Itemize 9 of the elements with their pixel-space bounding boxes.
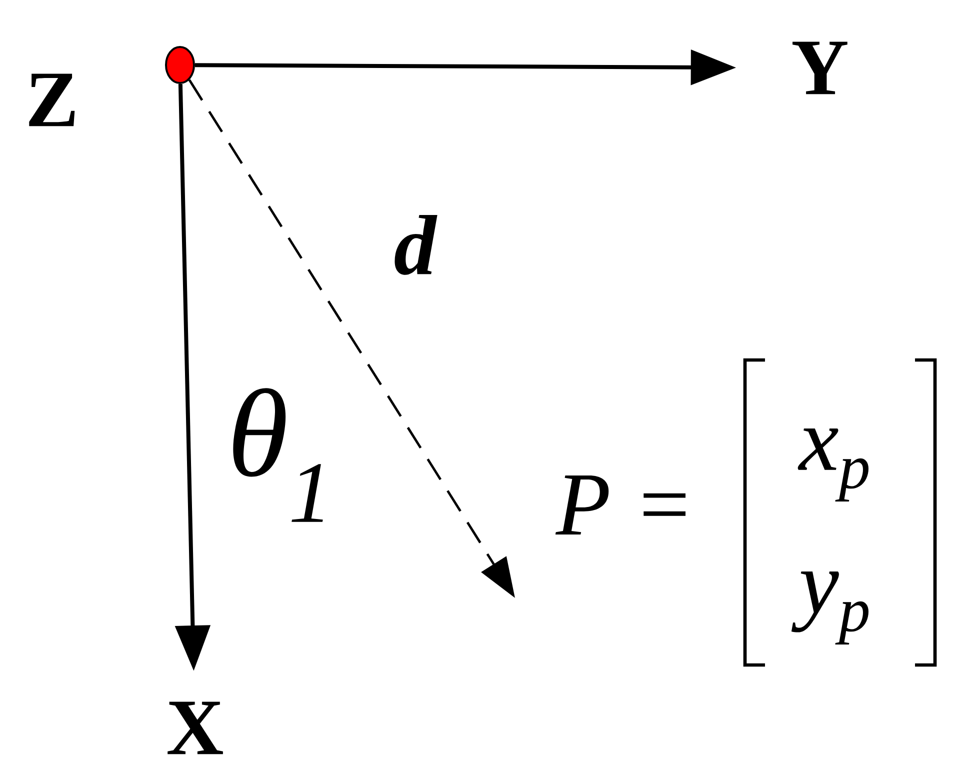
matrix-label: P = xyxy=(555,476,686,534)
matrix-entry: x$_{p}$ xyxy=(798,428,868,502)
axis-label: Y xyxy=(792,42,848,94)
matrix-entry: y$_{p}$ xyxy=(791,572,868,644)
edge-label: d xyxy=(394,215,438,275)
axis-label: X xyxy=(168,702,223,754)
axis-label: Z xyxy=(29,74,75,126)
angle-label: θ$_{1}$ xyxy=(233,388,323,522)
origin-dot xyxy=(165,46,195,84)
